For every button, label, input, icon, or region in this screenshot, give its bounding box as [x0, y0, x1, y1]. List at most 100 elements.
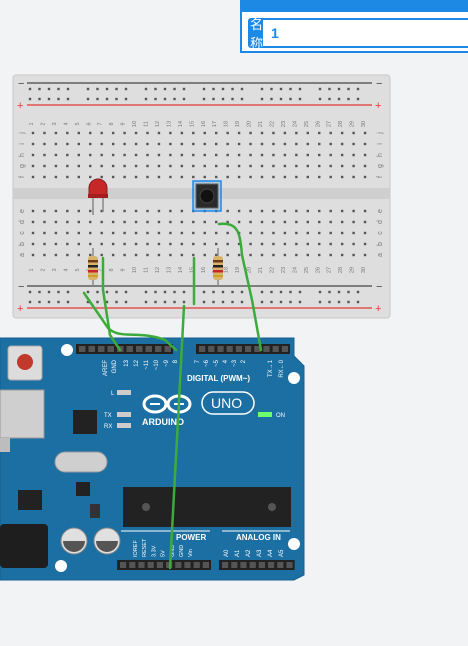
top-rail-minus-hole[interactable]: [221, 87, 225, 91]
bottom-rail-minus-hole[interactable]: [163, 290, 167, 294]
terminal-hole[interactable]: [192, 142, 195, 146]
terminal-hole[interactable]: [54, 131, 58, 135]
terminal-hole[interactable]: [352, 175, 355, 179]
top-rail-minus-hole[interactable]: [86, 87, 90, 91]
terminal-hole[interactable]: [43, 153, 46, 157]
terminal-hole[interactable]: [134, 164, 138, 168]
terminal-hole[interactable]: [54, 220, 58, 224]
power-header-pin[interactable]: [147, 562, 154, 568]
bottom-rail-plus-hole[interactable]: [279, 300, 283, 304]
top-rail-minus-hole[interactable]: [66, 87, 70, 91]
terminal-hole[interactable]: [77, 209, 80, 213]
terminal-hole[interactable]: [226, 175, 229, 179]
terminal-hole[interactable]: [66, 253, 69, 257]
bottom-rail-minus-hole[interactable]: [124, 290, 128, 294]
terminal-hole[interactable]: [180, 231, 184, 235]
terminal-hole[interactable]: [66, 220, 69, 224]
terminal-hole[interactable]: [157, 242, 161, 246]
terminal-hole[interactable]: [318, 153, 321, 157]
terminal-hole[interactable]: [340, 153, 344, 157]
terminal-hole[interactable]: [352, 253, 355, 257]
terminal-hole[interactable]: [100, 242, 103, 246]
analog-header-pin[interactable]: [240, 562, 247, 568]
terminal-hole[interactable]: [43, 242, 46, 246]
terminal-hole[interactable]: [146, 231, 149, 235]
bottom-rail-plus-hole[interactable]: [144, 300, 148, 304]
terminal-hole[interactable]: [237, 131, 241, 135]
terminal-hole[interactable]: [283, 242, 287, 246]
terminal-hole[interactable]: [89, 164, 92, 168]
terminal-hole[interactable]: [31, 231, 35, 235]
wire-5v-to-rail[interactable]: [168, 304, 186, 570]
terminal-hole[interactable]: [306, 242, 309, 246]
terminal-hole[interactable]: [237, 220, 241, 224]
terminal-hole[interactable]: [363, 209, 367, 213]
bottom-rail-minus-hole[interactable]: [356, 290, 360, 294]
terminal-hole[interactable]: [111, 142, 115, 146]
terminal-hole[interactable]: [203, 153, 206, 157]
bottom-rail-plus-hole[interactable]: [337, 300, 341, 304]
power-header-pin[interactable]: [129, 562, 136, 568]
terminal-hole[interactable]: [89, 175, 92, 179]
top-rail-minus-hole[interactable]: [144, 87, 148, 91]
terminal-hole[interactable]: [260, 131, 264, 135]
terminal-hole[interactable]: [295, 131, 298, 135]
top-rail-plus-hole[interactable]: [202, 97, 206, 101]
terminal-hole[interactable]: [249, 209, 252, 213]
terminal-hole[interactable]: [192, 131, 195, 135]
bottom-rail-plus-hole[interactable]: [328, 300, 331, 304]
terminal-hole[interactable]: [340, 220, 344, 224]
terminal-hole[interactable]: [100, 131, 103, 135]
terminal-hole[interactable]: [111, 209, 115, 213]
top-rail-plus-hole[interactable]: [337, 97, 341, 101]
digital-header-right-pin[interactable]: [226, 346, 233, 352]
terminal-hole[interactable]: [226, 142, 229, 146]
bottom-rail-minus-hole[interactable]: [28, 290, 32, 294]
terminal-hole[interactable]: [77, 242, 80, 246]
bottom-rail-plus-hole[interactable]: [173, 300, 176, 304]
terminal-hole[interactable]: [123, 231, 126, 235]
top-rail-minus-hole[interactable]: [337, 87, 341, 91]
digital-header-left-pin[interactable]: [88, 346, 96, 352]
terminal-hole[interactable]: [100, 231, 103, 235]
terminal-hole[interactable]: [283, 209, 287, 213]
top-rail-minus-hole[interactable]: [115, 87, 118, 91]
bottom-rail-minus-hole[interactable]: [328, 290, 331, 294]
digital-header-right-pin[interactable]: [254, 346, 261, 352]
digital-header-right-pin[interactable]: [272, 346, 279, 352]
terminal-hole[interactable]: [31, 209, 35, 213]
terminal-hole[interactable]: [66, 142, 69, 146]
terminal-hole[interactable]: [318, 209, 321, 213]
bottom-rail-minus-hole[interactable]: [105, 290, 109, 294]
terminal-hole[interactable]: [123, 153, 126, 157]
terminal-hole[interactable]: [169, 164, 172, 168]
terminal-hole[interactable]: [215, 220, 218, 224]
terminal-hole[interactable]: [111, 175, 115, 179]
terminal-hole[interactable]: [363, 253, 367, 257]
terminal-hole[interactable]: [249, 253, 252, 257]
terminal-hole[interactable]: [43, 142, 46, 146]
bottom-rail-plus-hole[interactable]: [318, 300, 322, 304]
terminal-hole[interactable]: [100, 253, 103, 257]
terminal-hole[interactable]: [283, 142, 287, 146]
terminal-hole[interactable]: [260, 231, 264, 235]
terminal-hole[interactable]: [180, 153, 184, 157]
terminal-hole[interactable]: [215, 142, 218, 146]
terminal-hole[interactable]: [100, 142, 103, 146]
top-rail-minus-hole[interactable]: [289, 87, 292, 91]
terminal-hole[interactable]: [43, 209, 46, 213]
terminal-hole[interactable]: [306, 220, 309, 224]
terminal-hole[interactable]: [89, 253, 92, 257]
bottom-rail-plus-hole[interactable]: [86, 300, 90, 304]
terminal-hole[interactable]: [180, 242, 184, 246]
terminal-hole[interactable]: [157, 220, 161, 224]
terminal-hole[interactable]: [249, 220, 252, 224]
terminal-hole[interactable]: [31, 164, 35, 168]
terminal-hole[interactable]: [134, 231, 138, 235]
terminal-hole[interactable]: [123, 131, 126, 135]
terminal-hole[interactable]: [306, 253, 309, 257]
terminal-hole[interactable]: [100, 153, 103, 157]
terminal-hole[interactable]: [203, 231, 206, 235]
terminal-hole[interactable]: [363, 131, 367, 135]
terminal-hole[interactable]: [123, 175, 126, 179]
